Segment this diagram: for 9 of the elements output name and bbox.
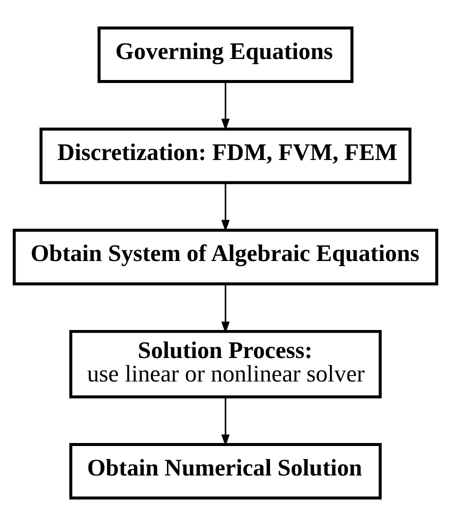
- node-box: Governing Equations: [98, 26, 354, 82]
- arrow: [221, 396, 230, 446]
- arrow: [221, 284, 230, 334]
- node-box: Obtain System of Algebraic Equations: [12, 228, 438, 285]
- arrow: [221, 82, 230, 130]
- node-box: Obtain Numerical Solution: [69, 442, 382, 500]
- arrow: [221, 182, 230, 232]
- node-box: Discretization: FDM, FVM, FEM: [40, 127, 412, 184]
- node-box: Solution Process: use linear or nonlinear solver: [69, 329, 382, 398]
